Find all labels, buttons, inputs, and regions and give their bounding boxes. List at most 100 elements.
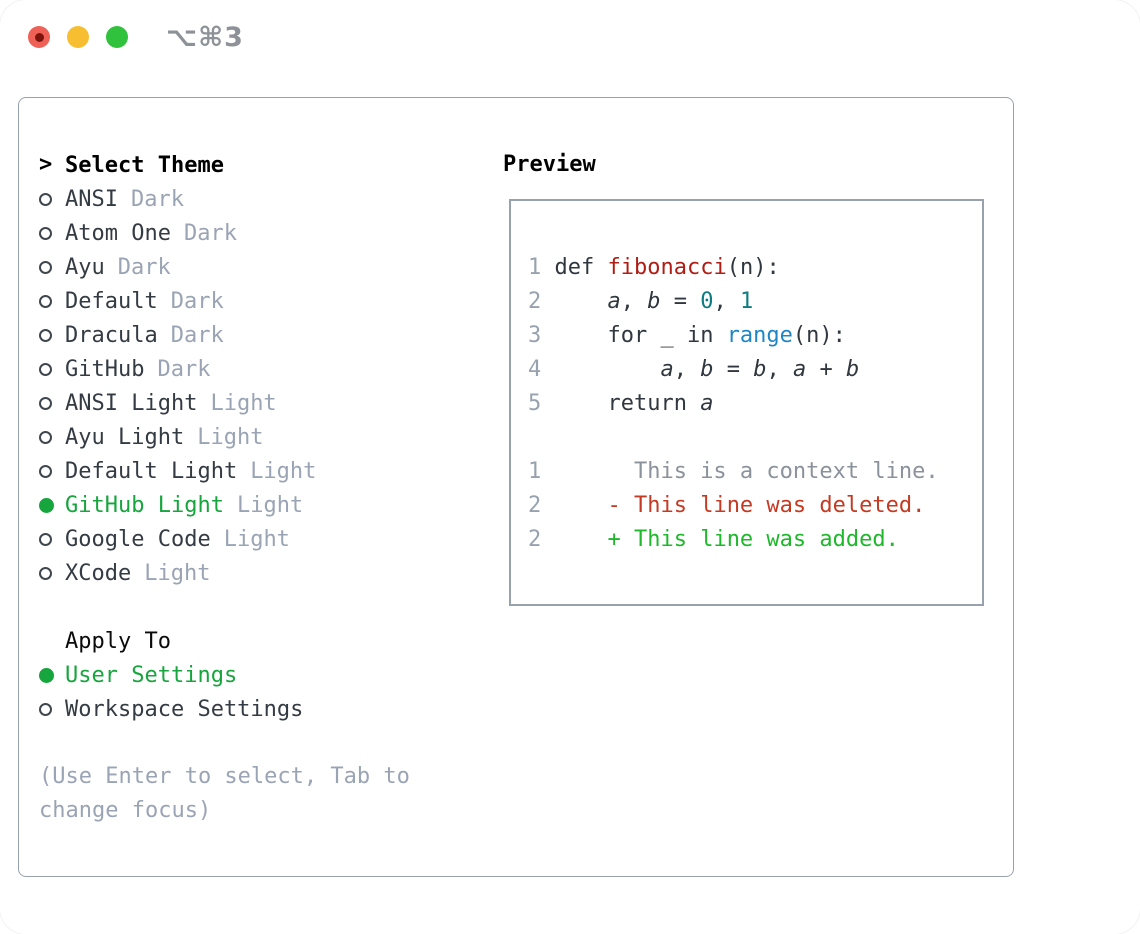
minimize-button[interactable] <box>67 26 89 48</box>
theme-option-label: ANSI <box>65 186 118 212</box>
radio-unselected-icon <box>39 430 65 444</box>
code-segment-t: = <box>660 289 701 314</box>
radio-circle <box>39 226 52 240</box>
radio-selected-icon <box>39 497 65 513</box>
code-segment-bi: range <box>726 323 793 348</box>
code-segment-t <box>541 493 607 518</box>
code-segment-fn: fibonacci <box>607 255 727 280</box>
window-titlebar: ⌥⌘3 <box>0 0 1140 74</box>
code-segment-t: def <box>541 255 608 280</box>
code-segment-ln: 1 <box>528 255 542 280</box>
code-segment-t: , <box>766 357 793 382</box>
theme-option-github-light[interactable]: GitHub Light Light <box>39 488 479 522</box>
theme-variant-tag: Dark <box>130 186 184 212</box>
theme-variant-tag: Light <box>210 390 277 416</box>
theme-option-dracula[interactable]: Dracula Dark <box>39 318 479 352</box>
code-segment-ctx: This is a context line. <box>541 459 939 484</box>
theme-option-google-code[interactable]: Google Code Light <box>39 522 479 556</box>
theme-option-label: XCode <box>65 560 132 586</box>
radio-circle <box>39 667 54 683</box>
radio-circle <box>39 328 52 342</box>
code-segment-var: b <box>647 289 661 314</box>
radio-circle <box>39 362 52 376</box>
help-text: (Use Enter to select, Tab to change focu… <box>39 764 410 823</box>
code-segment-t: , <box>673 357 701 382</box>
radio-unselected-icon <box>39 566 65 580</box>
theme-option-ayu[interactable]: Ayu Dark <box>39 250 479 284</box>
radio-unselected-icon <box>39 396 65 410</box>
keyboard-shortcut-label: ⌥⌘3 <box>166 22 244 53</box>
theme-variant-tag: Dark <box>170 288 224 314</box>
theme-option-label: Dracula <box>65 322 158 348</box>
radio-circle <box>39 566 52 580</box>
theme-option-label: GitHub Light <box>65 492 224 518</box>
code-segment-t: , <box>620 289 648 314</box>
code-segment-add: + This line was added. <box>607 527 899 552</box>
close-button[interactable] <box>28 26 50 48</box>
code-segment-num: 1 <box>739 289 754 314</box>
code-segment-ln: 4 <box>528 357 542 382</box>
code-segment-ln: 2 <box>528 493 542 518</box>
code-segment-t: (n): <box>792 323 846 348</box>
radio-unselected-icon <box>39 192 65 206</box>
code-segment-t <box>541 527 607 552</box>
theme-option-xcode[interactable]: XCode Light <box>39 556 479 590</box>
theme-option-label: Atom One <box>65 220 171 246</box>
code-segment-ln: 1 <box>528 459 542 484</box>
code-preview: 1 def fibonacci(n): 2 a, b = 0, 1 3 for … <box>511 201 982 557</box>
theme-option-label: Google Code <box>65 526 211 552</box>
radio-circle <box>39 497 54 513</box>
apply-option-workspace-settings[interactable]: Workspace Settings <box>39 692 479 726</box>
theme-option-label: Ayu <box>65 254 105 280</box>
radio-unselected-icon <box>39 328 65 342</box>
selection-arrow-icon: > <box>39 152 53 177</box>
code-segment-ln: 2 <box>528 289 542 314</box>
radio-unselected-icon <box>39 362 65 376</box>
theme-option-atom-one[interactable]: Atom One Dark <box>39 216 479 250</box>
code-segment-t: (n): <box>726 255 780 280</box>
code-segment-t: + <box>806 357 846 382</box>
unsaved-changes-dot-icon <box>34 32 44 42</box>
code-segment-ln: 5 <box>528 391 542 416</box>
radio-unselected-icon <box>39 532 65 546</box>
theme-variant-tag: Dark <box>170 322 224 348</box>
code-segment-ln: 3 <box>528 323 542 348</box>
radio-selected-icon <box>39 667 65 683</box>
theme-option-default[interactable]: Default Dark <box>39 284 479 318</box>
zoom-button[interactable] <box>106 26 128 48</box>
theme-option-label: Ayu Light <box>65 424 185 450</box>
theme-variant-tag: Light <box>223 526 290 552</box>
code-segment-t: return <box>541 391 701 416</box>
theme-variant-tag: Dark <box>183 220 237 246</box>
code-segment-var: b <box>700 357 714 382</box>
theme-variant-tag: Light <box>250 458 317 484</box>
theme-option-ansi[interactable]: ANSI Dark <box>39 182 479 216</box>
theme-variant-tag: Light <box>144 560 211 586</box>
theme-option-label: Default Light <box>65 458 238 484</box>
preview-box: 1 def fibonacci(n): 2 a, b = 0, 1 3 for … <box>509 199 984 606</box>
apply-option-user-settings[interactable]: User Settings <box>39 658 479 692</box>
code-segment-var: b <box>753 357 767 382</box>
theme-option-label: Default <box>65 288 158 314</box>
code-segment-t <box>541 357 660 382</box>
code-segment-del: - This line was deleted. <box>607 493 926 518</box>
theme-option-default-light[interactable]: Default Light Light <box>39 454 479 488</box>
preview-title: Preview <box>503 152 596 177</box>
theme-variant-tag: Light <box>236 492 304 518</box>
select-theme-header: > Select Theme <box>39 148 479 182</box>
traffic-lights <box>28 26 128 48</box>
radio-unselected-icon <box>39 260 65 274</box>
radio-circle <box>39 396 52 410</box>
radio-circle <box>39 702 52 716</box>
theme-variant-tag: Dark <box>117 254 171 280</box>
radio-unselected-icon <box>39 226 65 240</box>
apply-to-header: Apply To <box>39 624 479 658</box>
code-segment-t <box>541 289 607 314</box>
code-segment-var: a <box>700 391 714 416</box>
code-segment-t: , <box>713 289 740 314</box>
radio-circle <box>39 192 52 206</box>
